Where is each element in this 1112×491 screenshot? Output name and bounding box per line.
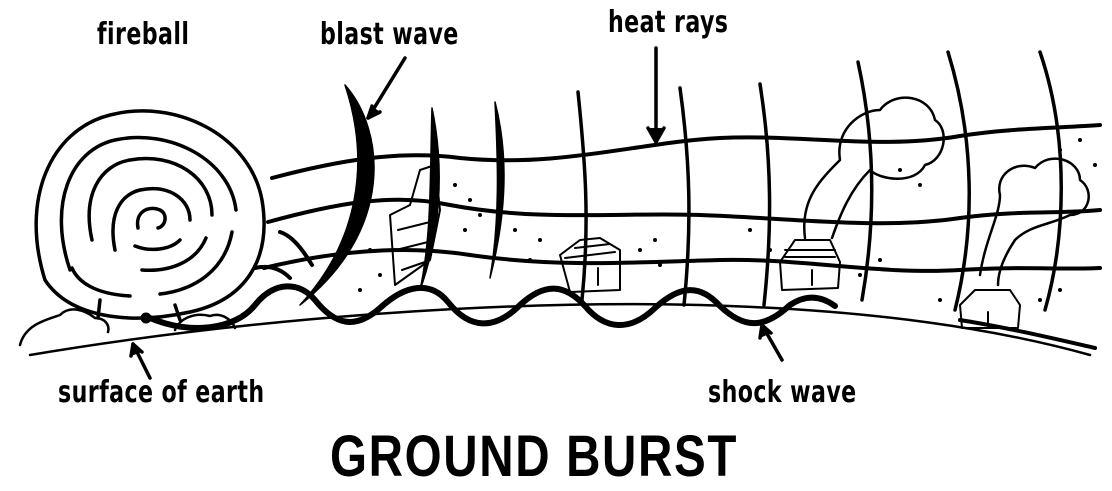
fireball-shape [36,111,264,320]
heat-rays [264,125,1100,348]
debris-buildings [390,165,1020,328]
fireball-label: fireball [97,20,189,50]
blast-wave-crescents [255,85,504,305]
smoke-plumes [804,98,1088,285]
heat-rays-label: heat rays [608,8,728,38]
surface-of-earth-label: surface of earth [58,378,265,408]
shock-wave-label: shock wave [708,378,857,408]
blast-wave-label: blast wave [320,20,459,50]
stipple-dots [358,138,1097,302]
diagram-title: GROUND BURST [330,428,738,486]
